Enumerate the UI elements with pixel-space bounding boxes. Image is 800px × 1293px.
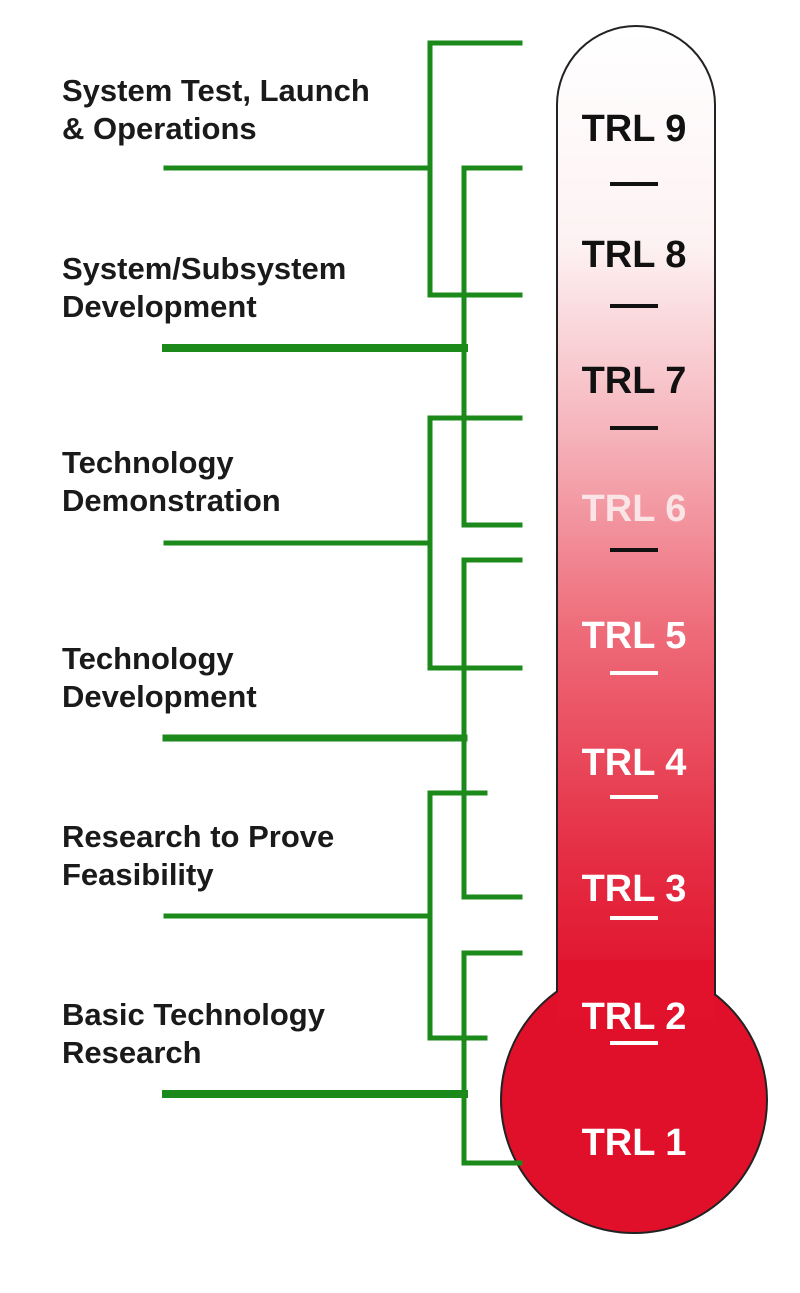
phase-label-research-feasibility: Research to Prove Feasibility <box>62 818 442 894</box>
phase-label-line: Research to Prove <box>62 819 335 854</box>
trl-label-7: TRL 7 <box>582 360 687 402</box>
bracket-research-feasibility <box>163 790 488 1041</box>
tube-bulb-joint <box>558 960 714 1020</box>
bracket-system-test <box>163 40 523 298</box>
trl-label-5: TRL 5 <box>582 615 687 657</box>
phase-bracket-lines <box>162 40 523 1166</box>
phase-label-line: Basic Technology <box>62 997 325 1032</box>
bracket-basic-research <box>461 950 523 1166</box>
phase-label-system-test: System Test, Launch & Operations <box>62 72 442 148</box>
phase-label-technology-development: Technology Development <box>62 640 442 716</box>
thermometer-tube <box>556 25 716 1011</box>
phase-label-line: Technology <box>62 445 234 480</box>
phase-label-line: Development <box>62 289 257 324</box>
phase-label-line: & Operations <box>62 111 257 146</box>
trl-label-8: TRL 8 <box>582 234 687 276</box>
phase-label-system-development: System/Subsystem Development <box>62 250 442 326</box>
trl-label-2: TRL 2 <box>582 996 687 1038</box>
bracket-technology-development <box>461 557 523 900</box>
phase-label-line: System/Subsystem <box>62 251 347 286</box>
phase-label-basic-research: Basic Technology Research <box>62 996 442 1072</box>
bracket-system-development <box>461 165 523 528</box>
thermometer <box>500 25 768 1234</box>
phase-label-line: Technology <box>62 641 234 676</box>
trl-levels: TRL 9 TRL 8 TRL 7 TRL 6 TRL 5 TRL 4 TRL 3 TRL 2… <box>582 108 687 1164</box>
trl-label-4: TRL 4 <box>582 742 687 784</box>
phase-label-line: Research <box>62 1035 202 1070</box>
phase-label-line: Feasibility <box>62 857 214 892</box>
trl-label-3: TRL 3 <box>582 868 687 910</box>
phase-label-line: Development <box>62 679 257 714</box>
phase-label-technology-demonstration: Technology Demonstration <box>62 444 442 520</box>
bracket-technology-demonstration <box>163 415 523 671</box>
trl-label-9: TRL 9 <box>582 108 687 150</box>
phase-label-line: Demonstration <box>62 483 281 518</box>
phase-label-line: System Test, Launch <box>62 73 370 108</box>
trl-label-1: TRL 1 <box>582 1122 687 1164</box>
trl-label-6: TRL 6 <box>582 488 687 530</box>
